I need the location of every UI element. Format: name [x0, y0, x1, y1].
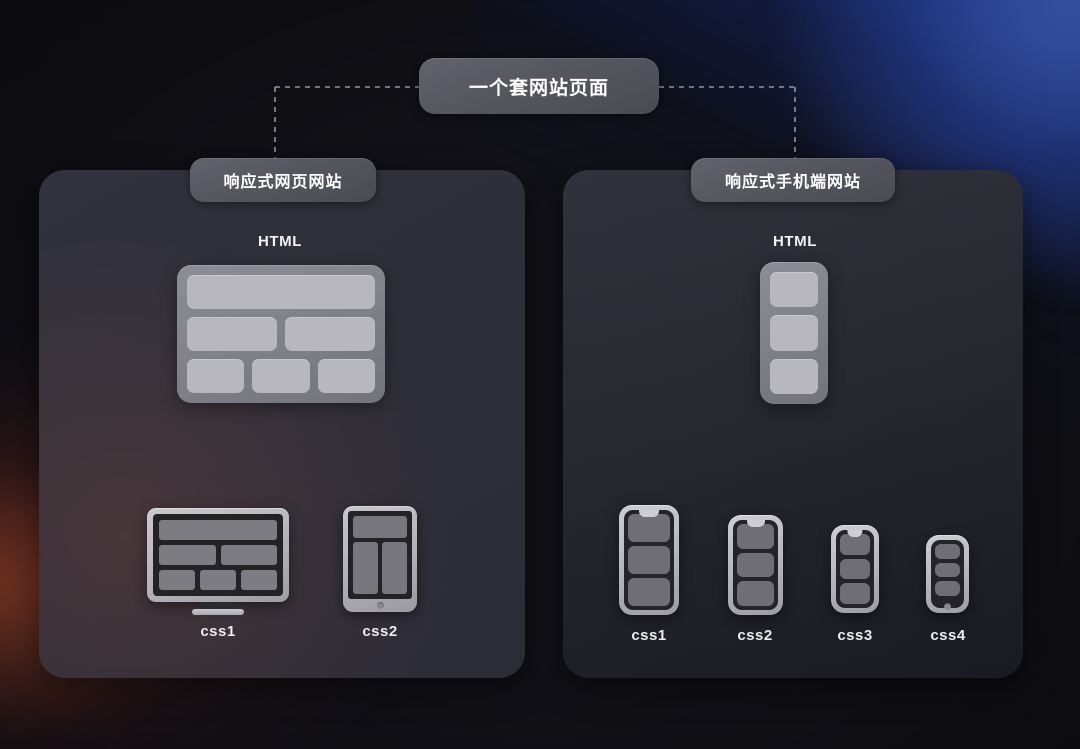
screen-row [159, 520, 277, 540]
device-phone-css3[interactable] [831, 525, 879, 613]
phone-screen [931, 540, 964, 608]
wireframe-block [187, 359, 245, 393]
html-label-right: HTML [772, 233, 818, 250]
screen-block [353, 516, 407, 538]
screen-row [159, 570, 277, 590]
screen-row [159, 545, 277, 565]
wireframe-block [187, 317, 277, 351]
badge-responsive-web-site[interactable]: 响应式网页网站 [190, 158, 376, 202]
phone-screen [624, 510, 674, 610]
screen-block [159, 570, 195, 590]
device-tablet[interactable] [343, 506, 417, 612]
screen-row [353, 516, 407, 538]
notch-icon [847, 530, 863, 537]
html-wireframe-mobile [760, 262, 828, 404]
wireframe-row [187, 359, 375, 393]
screen-block [935, 581, 960, 597]
home-button-icon [944, 603, 951, 610]
device-label-left-css1: css1 [200, 623, 236, 640]
wireframe-block [770, 315, 818, 351]
notch-icon [746, 520, 765, 527]
screen-block [935, 562, 960, 578]
screen-block [737, 524, 774, 549]
notch-icon [639, 510, 659, 517]
screen-block [353, 542, 378, 594]
screen-block [840, 558, 870, 580]
wireframe-block [285, 317, 375, 351]
wireframe-block [252, 359, 310, 393]
screen-block [737, 552, 774, 578]
screen-block [840, 583, 870, 605]
screen-block [628, 546, 670, 574]
device-label-right-css3: css3 [837, 627, 873, 644]
monitor-base [192, 609, 244, 615]
wireframe-row [770, 315, 818, 351]
screen-block [628, 578, 670, 606]
html-wireframe-desktop [177, 265, 385, 403]
badge-one-set-of-pages[interactable]: 一个套网站页面 [419, 58, 659, 114]
phone-frame [831, 525, 879, 613]
device-phone-css2[interactable] [728, 515, 783, 615]
device-phone-css1[interactable] [619, 505, 679, 615]
device-phone-css4[interactable] [926, 535, 969, 613]
wireframe-row [187, 317, 375, 351]
tablet-home-button-icon [376, 602, 384, 609]
phone-frame [619, 505, 679, 615]
screen-block [159, 520, 277, 540]
tablet-frame [343, 506, 417, 612]
screen-block [220, 545, 277, 565]
phone-frame [728, 515, 783, 615]
wireframe-block [317, 359, 375, 393]
screen-block [737, 581, 774, 607]
html-label-left: HTML [257, 233, 303, 250]
wireframe-block [770, 272, 818, 308]
screen-block [840, 534, 870, 555]
screen-block [200, 570, 236, 590]
wireframe-row [770, 272, 818, 308]
phone-screen [733, 520, 778, 610]
phone-frame [926, 535, 969, 613]
device-label-left-css2: css2 [362, 623, 398, 640]
wireframe-block [187, 275, 375, 309]
screen-block [382, 542, 407, 594]
badge-responsive-mobile-site[interactable]: 响应式手机端网站 [691, 158, 895, 202]
device-desktop-monitor[interactable] [147, 508, 289, 620]
device-label-right-css4: css4 [930, 627, 966, 644]
device-label-right-css2: css2 [737, 627, 773, 644]
monitor-frame [147, 508, 289, 602]
phone-screen [836, 530, 874, 608]
device-label-right-css1: css1 [631, 627, 667, 644]
wireframe-row [187, 275, 375, 309]
monitor-neck [201, 602, 235, 611]
screen-block [628, 514, 670, 542]
tablet-screen [348, 511, 412, 599]
wireframe-block [770, 358, 818, 394]
wireframe-row [770, 358, 818, 394]
screen-row [353, 542, 407, 594]
monitor-screen [153, 514, 283, 596]
screen-block [241, 570, 277, 590]
screen-block [159, 545, 216, 565]
screen-block [935, 544, 960, 559]
